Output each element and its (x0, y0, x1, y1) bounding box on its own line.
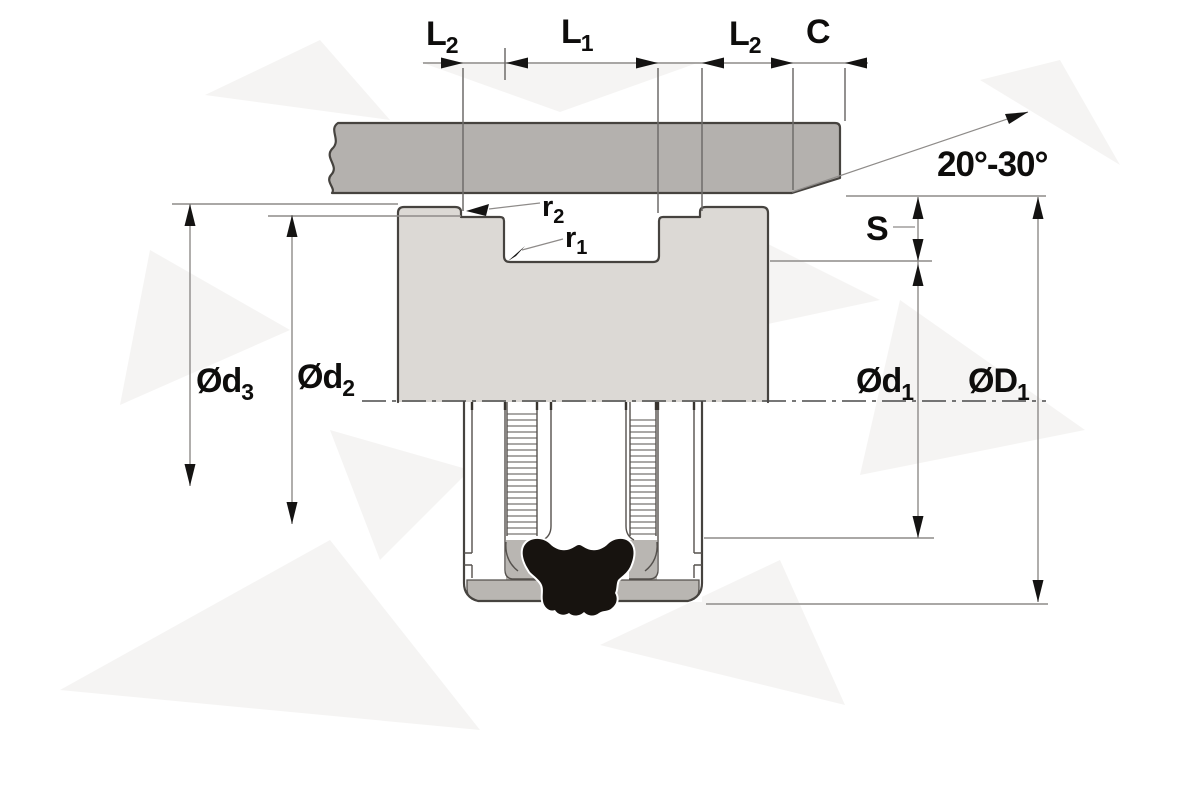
cylinder-tube-section (328, 121, 842, 195)
arrow-D1-bottom (1032, 580, 1044, 602)
arrow-L2-right (702, 57, 724, 69)
background-watermarks (60, 40, 1120, 730)
arrow-L2-left-a (441, 57, 463, 69)
watermark-shape (205, 40, 390, 120)
arrow-D1-top (1032, 197, 1044, 219)
watermark-shape (330, 430, 470, 560)
arrow-r2 (466, 204, 489, 216)
detail-left-wall (464, 402, 473, 578)
piston-section (396, 205, 770, 404)
watermark-shape (860, 300, 1085, 475)
backup-ring-right-hatching (630, 419, 656, 535)
arrow-C-right (845, 57, 867, 69)
arrow-d1-bottom (912, 516, 924, 538)
backup-ring-right-rails (629, 402, 657, 536)
arrow-d2-top (286, 215, 298, 237)
arrow-d1-top (912, 264, 924, 286)
seal-elastomer-element (520, 536, 636, 618)
dimension-arrows (184, 57, 1044, 602)
watermark-shape (420, 62, 700, 112)
piston-groove-profile (396, 205, 770, 404)
arrow-d2-bottom (286, 502, 298, 524)
watermark-shape (740, 240, 880, 330)
diameter-d3-label: Ød3 (196, 362, 253, 405)
detail-right-wall (693, 402, 702, 578)
r1-leader (521, 238, 564, 251)
watermark-shape (120, 250, 290, 405)
dimension-L2-right-label: L2 (729, 15, 761, 58)
arrow-S-top (912, 197, 924, 219)
watermark-shape (600, 560, 845, 705)
chamfer-angle-label: 20°-30° (937, 145, 1048, 184)
dimension-L2-left-label: L2 (426, 15, 458, 58)
arrow-chamfer-angle (1005, 112, 1028, 124)
piston-body-fill (398, 207, 768, 402)
watermark-shape (60, 540, 480, 730)
arrow-L2-left-b (506, 57, 528, 69)
dimension-C-label: C (806, 13, 830, 51)
radius-r1-label: r1 (565, 222, 587, 259)
seal-channel-arc-left (505, 541, 519, 572)
arrow-L1-right (636, 57, 658, 69)
radius-r2-label: r2 (542, 191, 564, 228)
diameter-d2-label: Ød2 (297, 358, 354, 401)
diameter-d1-label: Ød1 (856, 362, 914, 405)
dimension-L1-label: L1 (561, 13, 594, 56)
arrow-S-bottom (912, 239, 924, 261)
backup-ring-left-hatching (507, 413, 537, 535)
watermark-shape (980, 60, 1120, 165)
r2-leader (488, 202, 541, 210)
chamfer-angle-leader (791, 111, 1029, 193)
seal-cross-section-detail (462, 400, 704, 618)
dimension-labels: L2 L1 L2 C 20°-30° S r2 r1 Ød3 Ød2 Ød1 Ø… (196, 13, 1049, 405)
arrow-d3-bottom (184, 464, 196, 486)
dimension-S-label: S (866, 210, 888, 248)
backup-ring-left-rails (506, 402, 538, 536)
arrow-r1 (508, 246, 525, 261)
detail-left-land-step (504, 402, 538, 580)
arrow-C-left (771, 57, 793, 69)
arrow-d3-top (184, 204, 196, 226)
cylinder-tube-body (328, 121, 842, 195)
component-top-ticks (470, 402, 696, 410)
detail-right-land-step (629, 402, 659, 580)
seal-channel-arc-right (644, 541, 658, 572)
diameter-D1-label: ØD1 (968, 362, 1030, 405)
